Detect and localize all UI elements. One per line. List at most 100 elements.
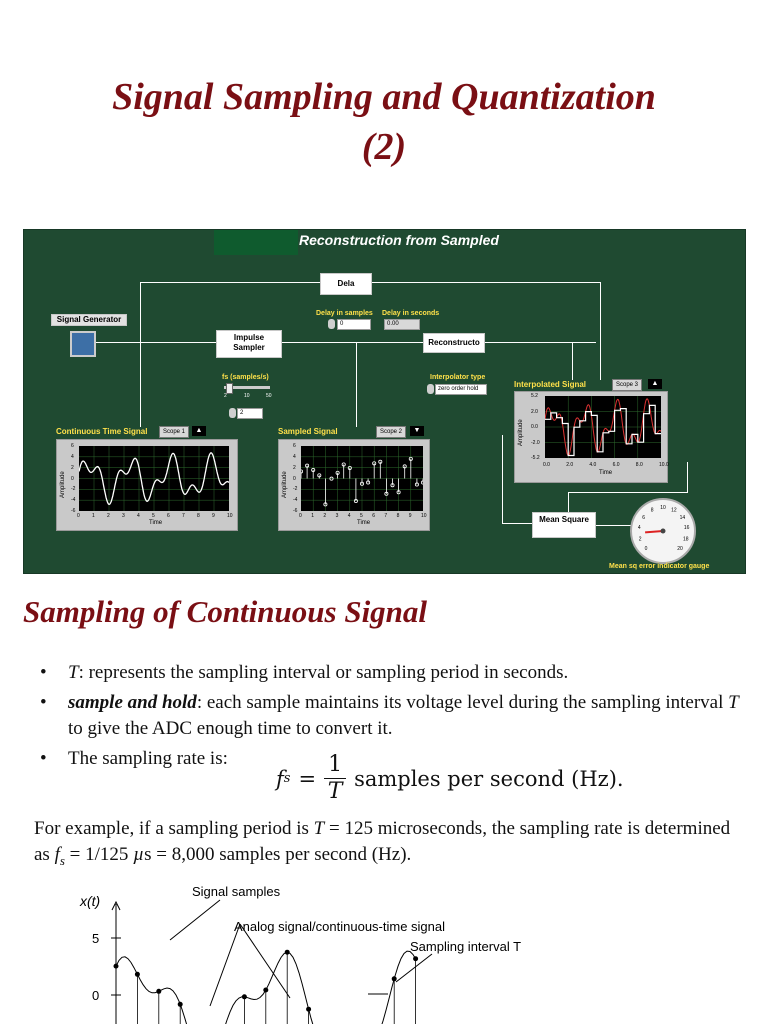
wire xyxy=(140,282,141,427)
sample-point xyxy=(402,464,407,469)
x-tick-label: 8 xyxy=(396,513,400,519)
x-tick-label: 5 xyxy=(152,513,155,519)
formula-fraction: 1 T xyxy=(324,752,347,805)
y-tick-label: 6 xyxy=(293,443,296,449)
x-tick-label: 3 xyxy=(335,513,339,519)
x-tick-label: 2 xyxy=(107,513,110,519)
continuous-plot xyxy=(78,446,230,511)
x-tick-label: 4 xyxy=(347,513,351,519)
y-tick-label: -2.0 xyxy=(531,439,540,446)
scope2-menu-icon[interactable]: ▼ xyxy=(410,426,424,436)
sample-point xyxy=(329,476,334,481)
x-tick-label: 8.0 xyxy=(635,462,643,468)
x-tick-label: 6 xyxy=(372,513,375,519)
annotation-arrow xyxy=(239,923,291,999)
sample-point xyxy=(341,462,346,467)
gauge-tick-label: 0 xyxy=(645,546,648,552)
bullet3-text: The sampling rate is: xyxy=(68,748,228,769)
delay-seconds-label: Delay in seconds xyxy=(382,310,440,317)
x-tick-label: 4 xyxy=(137,513,140,519)
x-tick-label: 9 xyxy=(408,513,412,519)
delay-samples-stepper[interactable] xyxy=(328,319,335,329)
sampled-plot xyxy=(298,446,426,511)
mean-square-block[interactable]: Mean Square xyxy=(532,512,596,538)
gauge-needle xyxy=(645,530,664,534)
annotation-arrow xyxy=(169,899,221,941)
sampling-figure-svg: x(t) 5 0 Signal samples Analog signal/co… xyxy=(79,884,521,1029)
sample-point xyxy=(390,483,395,488)
delay-samples-field[interactable]: 0 xyxy=(337,319,371,330)
scope3-button[interactable]: Scope 3 xyxy=(612,379,643,391)
annot-analog: Analog signal/continuous-time signal xyxy=(234,919,445,934)
y-tick-label: 2 xyxy=(293,464,296,471)
x-tick-label: 7 xyxy=(182,513,185,519)
wire xyxy=(502,435,503,523)
fs-stepper[interactable] xyxy=(229,408,236,418)
x-tick-label: 4.0 xyxy=(589,462,597,468)
fs-slider-thumb[interactable] xyxy=(226,383,234,394)
sample-point xyxy=(317,473,322,478)
gauge-tick-label: 20 xyxy=(677,546,683,552)
sampling-figure: x(t) 5 0 Signal samples Analog signal/co… xyxy=(60,878,560,1029)
para-text: For example, if a sampling period is xyxy=(34,818,314,839)
fs-field[interactable]: 2 xyxy=(237,408,263,419)
scope3-menu-icon[interactable]: ▲ xyxy=(648,379,662,389)
scope1-button[interactable]: Scope 1 xyxy=(159,426,190,438)
sampled-signal-title: Sampled Signal xyxy=(278,427,338,436)
gauge-tick-label: 2 xyxy=(639,536,642,542)
example-paragraph: For example, if a sampling period is T =… xyxy=(34,816,746,874)
bullet-item: sample and hold: each sample maintains i… xyxy=(40,690,740,742)
para-text: s = 8,000 samples per second (Hz). xyxy=(144,844,412,865)
wire xyxy=(502,523,532,524)
gauge-tick-label: 4 xyxy=(638,525,641,531)
x-tick-label: 10.0 xyxy=(659,462,669,468)
panel-topbar xyxy=(214,230,298,255)
interpolator-select[interactable]: zero order hold xyxy=(435,384,487,395)
bullet2-T: T xyxy=(728,692,739,713)
wire xyxy=(568,492,688,493)
para-mu: µ xyxy=(133,844,145,865)
y-tick-label: 0 xyxy=(71,475,74,482)
interpolated-signal-title: Interpolated Signal xyxy=(514,380,587,389)
wire xyxy=(140,282,320,283)
sample-dot xyxy=(306,1006,312,1012)
bullet-item: T: represents the sampling interval or s… xyxy=(40,660,740,686)
impulse-sampler-block[interactable]: Impulse Sampler xyxy=(216,330,282,358)
y-tick-label: -2 xyxy=(71,486,76,493)
x-tick-label: 2 xyxy=(323,513,327,519)
y-tick-label: 0.0 xyxy=(531,424,538,430)
interpolator-stepper[interactable] xyxy=(427,384,434,394)
interpolated-plot xyxy=(544,396,662,458)
y-axis-label: Amplitude xyxy=(60,471,66,498)
wire xyxy=(568,492,569,512)
x-tick-label: 0.0 xyxy=(543,462,550,468)
figure-y-arrow xyxy=(111,900,121,911)
delay-block[interactable]: Dela xyxy=(320,273,372,295)
y-tick-label: 4 xyxy=(71,453,74,460)
formula-rhs: samples per second (Hz). xyxy=(354,766,624,791)
scope1-menu-icon[interactable]: ▲ xyxy=(192,426,206,436)
para-f: f xyxy=(54,844,60,865)
wire xyxy=(356,342,357,427)
y-tick-label: 6 xyxy=(71,443,74,449)
gauge-tick-label: 16 xyxy=(684,525,690,531)
reconstructor-block[interactable]: Reconstructo xyxy=(423,333,485,353)
wire xyxy=(96,342,596,343)
formula-num: 1 xyxy=(324,752,347,779)
bullet-item: The sampling rate is: xyxy=(40,746,740,772)
fs-slider-track[interactable] xyxy=(224,383,270,394)
gauge-tick-label: 10 xyxy=(660,505,666,511)
y-tick-label: 2 xyxy=(71,464,74,471)
gauge-hub xyxy=(660,528,666,534)
signal-generator-icon[interactable] xyxy=(70,331,96,357)
wire xyxy=(594,525,632,526)
slide-title: Signal Sampling and Quantization (2) xyxy=(0,72,768,172)
scope2-button[interactable]: Scope 2 xyxy=(376,426,407,438)
delay-seconds-field: 0.00 xyxy=(384,319,420,330)
sample-dot xyxy=(134,971,140,977)
fs-label: fs (samples/s) xyxy=(222,374,269,381)
